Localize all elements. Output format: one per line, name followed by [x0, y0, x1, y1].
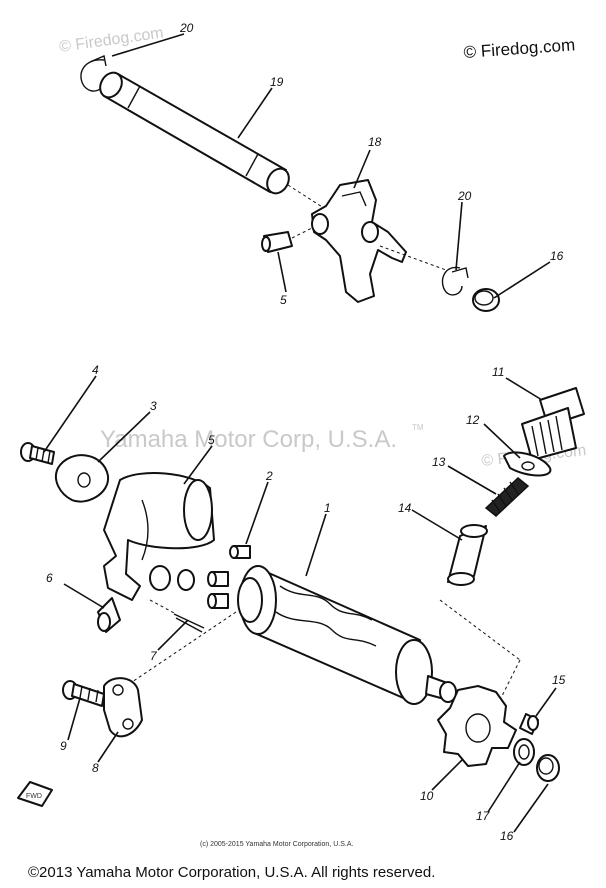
plug-bolt-part-11 — [521, 387, 585, 461]
callout-5: 5 — [208, 433, 215, 447]
leader-line — [43, 375, 97, 453]
pin-part-6 — [97, 597, 121, 633]
callout-15: 15 — [552, 673, 566, 687]
shift-fork-part-5 — [103, 472, 215, 601]
reference-line: (c) 2005-2015 Yamaha Motor Corporation, … — [200, 841, 353, 848]
shift-drum-part-1 — [131, 565, 457, 705]
callout-20: 20 — [179, 21, 194, 35]
trademark-mark: TM — [412, 423, 424, 432]
callout-14: 14 — [398, 501, 412, 515]
callout-7: 7 — [150, 649, 158, 663]
callout-8: 8 — [92, 761, 99, 775]
star-cam-part-10 — [437, 685, 517, 767]
leader-line — [411, 509, 463, 541]
stopper-plate-part-8 — [103, 677, 143, 738]
firedog-watermark: © Firedog.com — [58, 24, 164, 55]
leader-line — [505, 377, 543, 401]
callout-9: 9 — [60, 739, 67, 753]
callout-19: 19 — [270, 75, 284, 89]
footer-copyright: ©2013 Yamaha Motor Corporation, U.S.A. A… — [28, 864, 435, 881]
shift-lever-part-18 — [311, 179, 447, 303]
leader-line — [513, 783, 549, 833]
leader-line — [455, 201, 463, 271]
leader-line — [487, 761, 521, 813]
leader-line — [237, 87, 273, 139]
callout-18: 18 — [368, 135, 382, 149]
leader-line — [431, 759, 463, 791]
cap-part-16-top — [472, 288, 500, 312]
leader-line — [97, 411, 151, 463]
spring-part-13 — [484, 477, 530, 517]
callout-11: 11 — [492, 365, 504, 379]
pin-part-15 — [519, 713, 539, 735]
leader-line — [157, 619, 189, 651]
washer-plate-part-3 — [54, 454, 110, 503]
leader-line — [245, 481, 269, 545]
leader-line — [183, 445, 213, 485]
spring-pin-part-7 — [149, 599, 205, 633]
shift-shaft-part-19 — [99, 71, 331, 213]
leader-line — [67, 697, 81, 741]
callout-20: 20 — [457, 189, 472, 203]
e-clip-part-20-right — [441, 266, 469, 296]
callout-16: 16 — [500, 829, 514, 843]
front-arrow-icon: FWD — [17, 781, 53, 807]
callout-5: 5 — [280, 293, 287, 307]
callout-4: 4 — [92, 363, 99, 377]
leader-line — [483, 423, 521, 459]
leader-line — [535, 687, 557, 717]
screw-part-9 — [62, 680, 105, 707]
leader-line — [97, 731, 119, 763]
leader-line — [353, 149, 371, 189]
leader-line — [111, 33, 185, 57]
dowel-pins-part-2 — [207, 545, 251, 609]
callout-17: 17 — [476, 809, 491, 823]
callout-2: 2 — [265, 469, 273, 483]
circlip-part-17 — [513, 738, 535, 766]
firedog-watermark-top-right: © Firedog.com — [463, 35, 576, 62]
pin-part-5-top — [261, 227, 313, 253]
front-mark: FWD — [26, 793, 42, 800]
leader-line — [305, 513, 327, 577]
plunger-part-14 — [439, 524, 521, 701]
leader-line — [447, 465, 497, 495]
leader-line — [277, 251, 287, 293]
leader-line — [63, 583, 105, 609]
gasket-part-12 — [503, 451, 552, 477]
yamaha-watermark: Yamaha Motor Corp, U.S.A. — [100, 426, 397, 453]
cap-part-16-bottom — [536, 754, 560, 782]
callout-6: 6 — [46, 571, 53, 585]
callout-16: 16 — [550, 249, 564, 263]
screw-part-4 — [20, 442, 55, 465]
callout-3: 3 — [150, 399, 157, 413]
callout-1: 1 — [324, 501, 331, 515]
callout-13: 13 — [432, 455, 446, 469]
leader-line — [493, 261, 551, 299]
callout-10: 10 — [420, 789, 434, 803]
callout-12: 12 — [466, 413, 480, 427]
